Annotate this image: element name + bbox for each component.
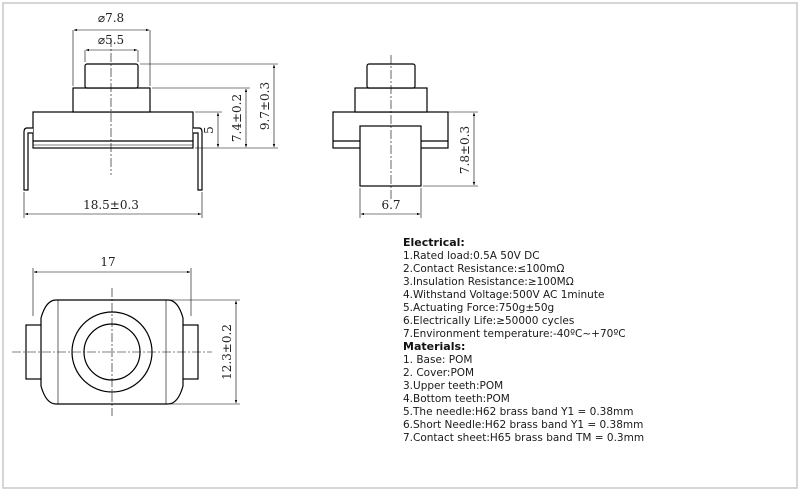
front-body xyxy=(32,111,194,149)
dim-front-height-step: 5 xyxy=(202,126,216,134)
front-view: ⌀7.8 ⌀5.5 5 7.4±0.2 9.7±0.3 18.5±0.3 xyxy=(23,11,278,218)
front-terminal-left xyxy=(23,127,33,191)
side-terminal xyxy=(359,125,422,187)
materials-heading: Materials: xyxy=(403,340,465,353)
dim-top-diameter-outer: ⌀7.8 xyxy=(98,11,124,25)
side-view: 7.8±0.3 6.7 xyxy=(332,55,478,218)
dim-bottom-height: 12.3±0.2 xyxy=(220,324,234,380)
dim-top-diameter-inner: ⌀5.5 xyxy=(98,33,124,47)
dim-bottom-width: 17 xyxy=(100,255,115,269)
materials-item: 6.Short Needle:H62 brass band Y1 = 0.38m… xyxy=(403,419,643,431)
electrical-item: 1.Rated load:0.5A 50V DC xyxy=(403,250,540,262)
materials-item: 2. Cover:POM xyxy=(403,367,474,379)
electrical-item: 2.Contact Resistance:≤100mΩ xyxy=(403,263,564,275)
electrical-item: 7.Environment temperature:-40ºC~+70ºC xyxy=(403,328,626,340)
dim-front-width: 18.5±0.3 xyxy=(83,198,139,212)
materials-item: 1. Base: POM xyxy=(403,354,472,366)
dim-side-width: 6.7 xyxy=(381,198,400,212)
materials-item: 4.Bottom teeth:POM xyxy=(403,393,510,405)
front-collar xyxy=(72,87,151,113)
front-button xyxy=(84,63,139,89)
electrical-item: 5.Actuating Force:750g±50g xyxy=(403,302,554,314)
front-terminal-right xyxy=(193,127,203,191)
bottom-view: 17 12.3±0.2 xyxy=(12,255,240,416)
electrical-item: 6.Electrically Life:≥50000 cycles xyxy=(403,315,574,327)
electrical-item: 4.Withstand Voltage:500V AC 1minute xyxy=(403,289,604,301)
materials-item: 7.Contact sheet:H65 brass band TM = 0.3m… xyxy=(403,432,644,444)
electrical-heading: Electrical: xyxy=(403,236,465,249)
materials-item: 3.Upper teeth:POM xyxy=(403,380,503,392)
dim-front-height-mid: 7.4±0.2 xyxy=(230,94,244,142)
dim-front-height-total: 9.7±0.3 xyxy=(258,82,272,130)
electrical-item: 3.Insulation Resistance:≥100MΩ xyxy=(403,276,574,288)
dim-side-height: 7.8±0.3 xyxy=(458,126,472,174)
spec-block: Electrical: 1.Rated load:0.5A 50V DC 2.C… xyxy=(403,236,644,444)
materials-item: 5.The needle:H62 brass band Y1 = 0.38mm xyxy=(403,406,634,418)
